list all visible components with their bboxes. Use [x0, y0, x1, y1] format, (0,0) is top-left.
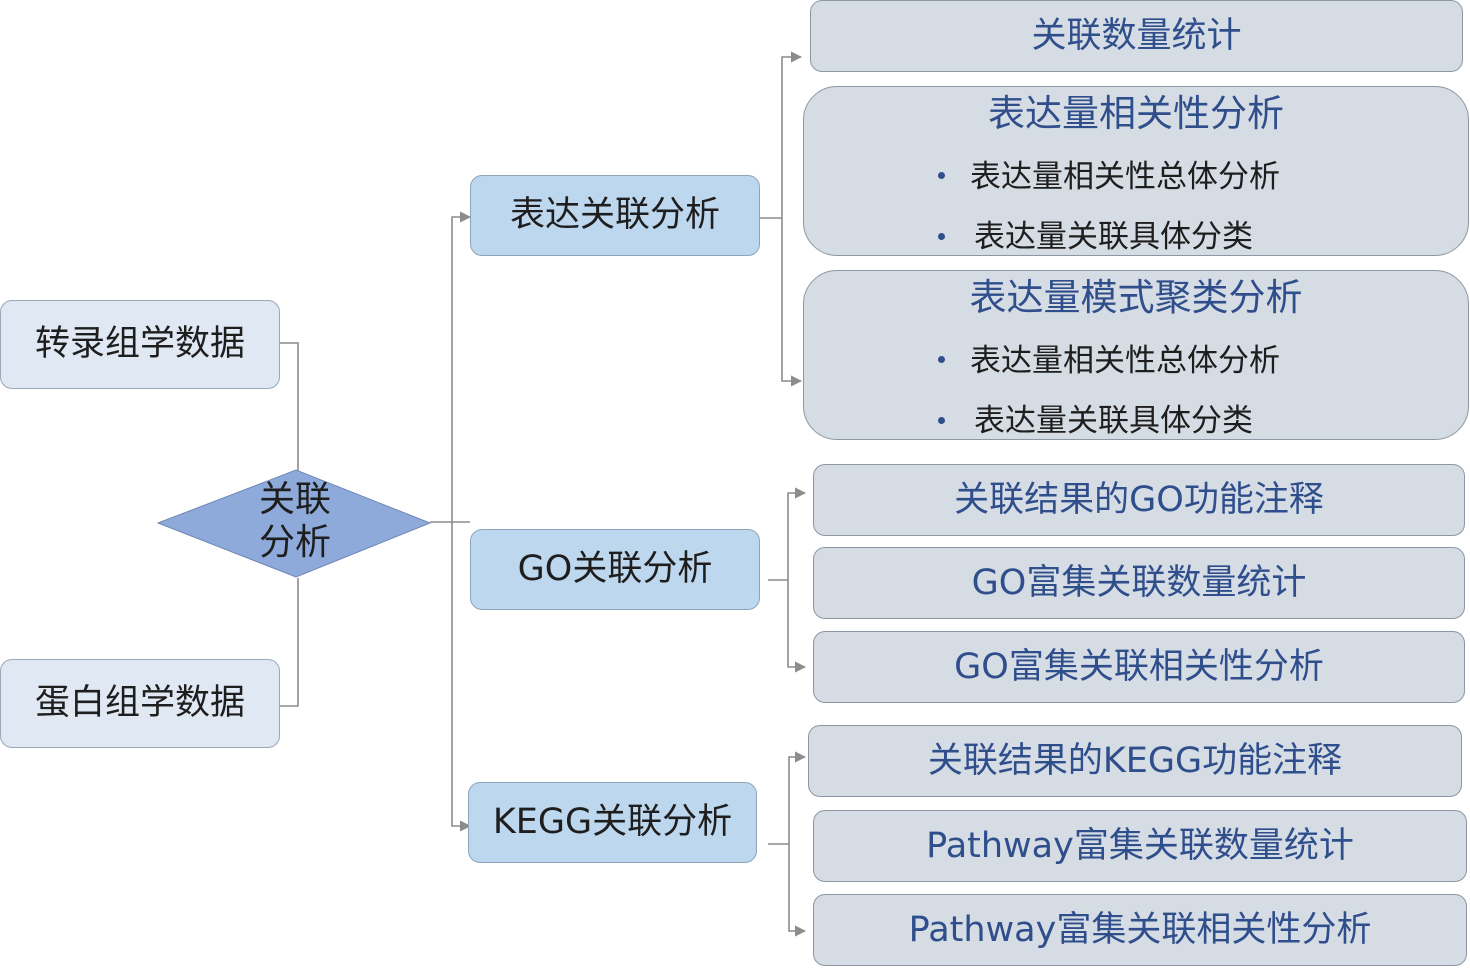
kegg-child-label: 关联结果的KEGG功能注释	[927, 740, 1343, 781]
go-child-box: GO富集关联数量统计	[813, 547, 1465, 619]
kegg-child-box: 关联结果的KEGG功能注释	[808, 725, 1462, 797]
correlation-box: 表达量相关性分析 表达量相关性总体分析 表达量关联具体分类	[803, 86, 1469, 256]
arrow-to-count-stats	[781, 51, 803, 218]
bullet-icon	[938, 233, 945, 240]
go-child-label: GO富集关联相关性分析	[954, 646, 1324, 687]
transcriptome-box: 转录组学数据	[0, 300, 280, 389]
correlation-title: 表达量相关性分析	[988, 92, 1284, 135]
connector-proteome	[280, 578, 299, 707]
go-child-label: 关联结果的GO功能注释	[954, 479, 1324, 520]
transcriptome-label: 转录组学数据	[34, 324, 245, 365]
correlation-item-1: 表达量相关性总体分析	[970, 159, 1280, 195]
proteome-box: 蛋白组学数据	[0, 659, 280, 748]
arrow-to-clustering	[781, 218, 803, 387]
arrow-to-kegg-1	[788, 751, 807, 844]
arrow-to-kegg	[451, 522, 472, 832]
go-branch-box: GO关联分析	[470, 529, 760, 610]
clustering-item-2: 表达量关联具体分类	[974, 403, 1253, 439]
center-diamond	[156, 469, 432, 578]
count-stats-box: 关联数量统计	[810, 0, 1463, 72]
arrow-to-expression	[451, 211, 472, 522]
go-branch-label: GO关联分析	[517, 549, 713, 590]
center-label-line2: 分析	[258, 522, 331, 564]
go-child-box: 关联结果的GO功能注释	[813, 464, 1465, 536]
clustering-item-1: 表达量相关性总体分析	[970, 343, 1280, 379]
correlation-item-2: 表达量关联具体分类	[974, 219, 1253, 255]
proteome-label: 蛋白组学数据	[34, 683, 245, 724]
go-child-label: GO富集关联数量统计	[971, 562, 1307, 603]
kegg-branch-box: KEGG关联分析	[468, 782, 757, 863]
arrow-to-go-3	[787, 580, 807, 673]
kegg-child-box: Pathway富集关联相关性分析	[813, 894, 1467, 966]
connector-transcriptome	[280, 342, 299, 472]
bullet-icon	[938, 356, 945, 363]
clustering-box: 表达量模式聚类分析 表达量相关性总体分析 表达量关联具体分类	[803, 270, 1469, 440]
kegg-child-label: Pathway富集关联相关性分析	[908, 909, 1372, 950]
kegg-child-box: Pathway富集关联数量统计	[813, 810, 1467, 882]
center-label-line1: 关联	[258, 479, 331, 520]
expression-branch-box: 表达关联分析	[470, 175, 760, 256]
kegg-child-label: Pathway富集关联数量统计	[926, 825, 1354, 866]
bullet-icon	[938, 417, 945, 424]
arrow-to-go-1	[787, 487, 807, 580]
go-child-box: GO富集关联相关性分析	[813, 631, 1465, 703]
clustering-title: 表达量模式聚类分析	[969, 276, 1303, 319]
center-label: 关联 分析	[248, 478, 342, 564]
arrow-to-kegg-3	[788, 844, 807, 937]
expression-branch-label: 表达关联分析	[509, 195, 720, 236]
count-stats-label: 关联数量统计	[1031, 15, 1242, 56]
kegg-branch-label: KEGG关联分析	[492, 802, 733, 843]
bullet-icon	[938, 172, 945, 179]
